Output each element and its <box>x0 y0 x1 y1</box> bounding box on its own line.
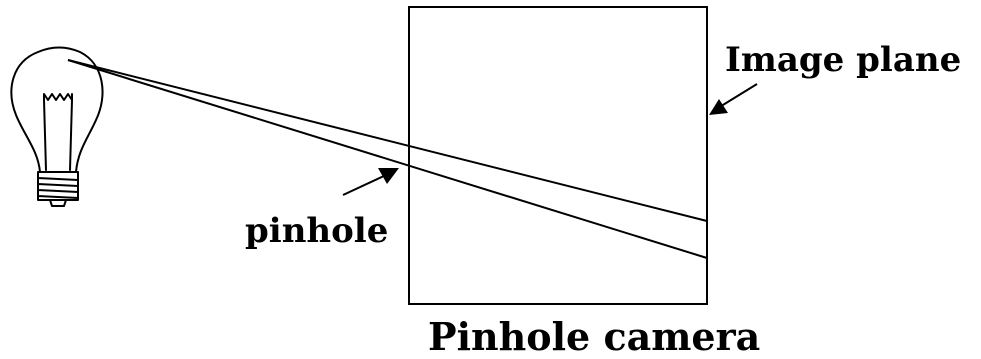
image-plane-label: Image plane <box>725 40 961 80</box>
pinhole-arrow <box>342 168 399 196</box>
bulb-filament <box>43 93 73 171</box>
bulb-tip <box>49 199 67 207</box>
light-bulb-icon <box>10 46 104 207</box>
bulb-glass <box>10 46 104 173</box>
diagram-caption: Pinhole camera <box>428 314 760 359</box>
camera-box <box>408 6 708 305</box>
bulb-base <box>37 171 79 201</box>
ray-lower <box>67 59 708 259</box>
ray-upper <box>67 59 708 222</box>
image-plane-arrow <box>709 83 758 115</box>
pinhole-label: pinhole <box>245 211 388 251</box>
